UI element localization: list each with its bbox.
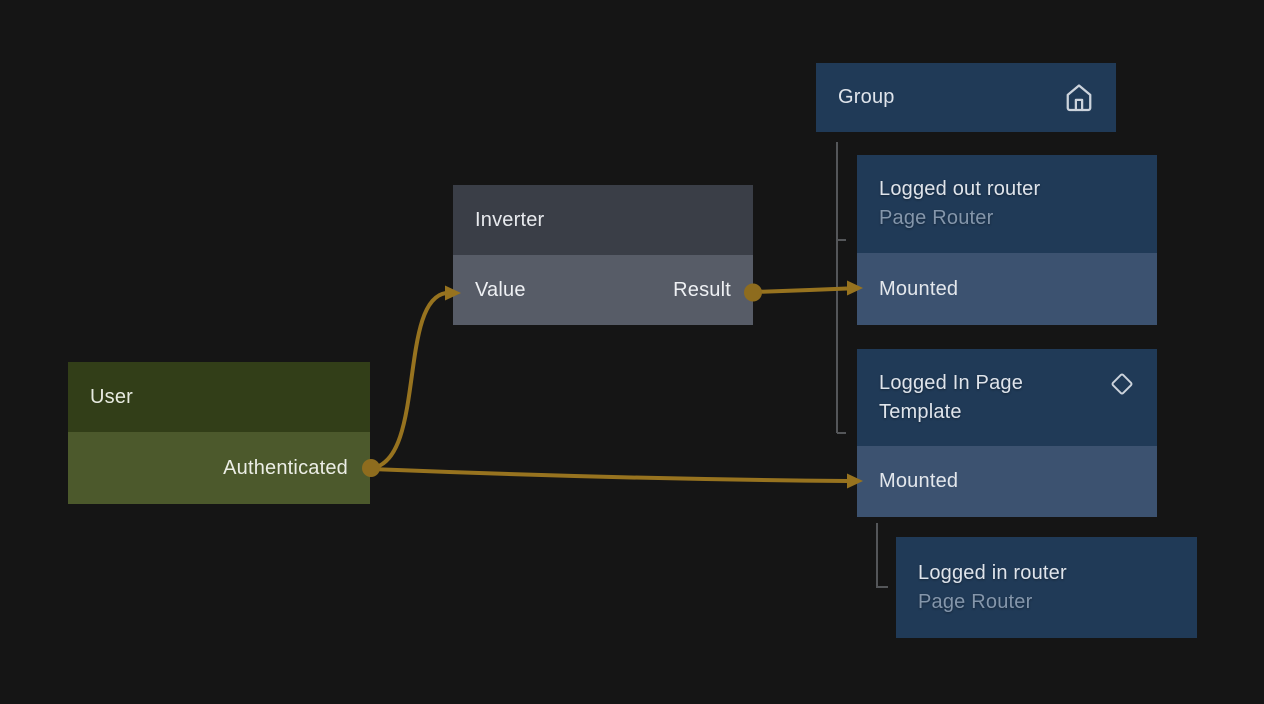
home-icon bbox=[1064, 83, 1094, 113]
port-user-authenticated[interactable]: Authenticated bbox=[68, 432, 370, 504]
diamond-icon bbox=[1107, 369, 1137, 399]
node-logged-out-router-header[interactable]: Logged out router Page Router bbox=[857, 155, 1157, 253]
node-group-title: Group bbox=[838, 86, 895, 108]
port-logged-out-router-mounted[interactable]: Mounted bbox=[857, 253, 1157, 325]
node-user[interactable]: User Authenticated bbox=[68, 362, 370, 504]
port-logged-out-router-mounted-label: Mounted bbox=[879, 277, 959, 300]
port-logged-in-page-template-mounted[interactable]: Mounted bbox=[857, 446, 1157, 517]
node-logged-in-page-template-title: Logged In Page Template bbox=[879, 372, 1024, 423]
node-group[interactable]: Group bbox=[816, 63, 1116, 132]
node-inverter-ports-row: Value Result bbox=[453, 255, 753, 325]
tree-line-mounted-logged-in-router bbox=[876, 523, 888, 588]
edge-result-to-mounted-router[interactable] bbox=[752, 286, 848, 294]
node-logged-out-router[interactable]: Logged out router Page Router Mounted bbox=[857, 155, 1157, 325]
node-logged-in-router[interactable]: Logged in router Page Router bbox=[896, 537, 1197, 638]
port-inverter-result[interactable]: Result bbox=[673, 278, 731, 301]
node-logged-in-router-subtitle: Page Router bbox=[918, 590, 1033, 613]
node-inverter-header[interactable]: Inverter bbox=[453, 185, 753, 255]
node-logged-in-page-template[interactable]: Logged In Page Template Mounted bbox=[857, 349, 1157, 517]
node-logged-in-router-header[interactable]: Logged in router Page Router bbox=[896, 537, 1197, 638]
edge-authenticated-to-value[interactable] bbox=[371, 291, 447, 470]
node-logged-out-router-subtitle: Page Router bbox=[879, 207, 994, 229]
node-user-header[interactable]: User bbox=[68, 362, 370, 432]
node-logged-out-router-title: Logged out router bbox=[879, 178, 1041, 200]
port-inverter-value[interactable]: Value bbox=[475, 278, 526, 301]
node-inverter[interactable]: Inverter Value Result bbox=[453, 185, 753, 325]
node-user-title: User bbox=[90, 385, 134, 408]
port-user-authenticated-label: Authenticated bbox=[223, 456, 348, 479]
port-logged-in-page-template-mounted-label: Mounted bbox=[879, 470, 959, 492]
node-logged-in-router-title: Logged in router bbox=[918, 561, 1067, 584]
node-inverter-title: Inverter bbox=[475, 208, 545, 231]
tree-line-group-children bbox=[836, 142, 846, 434]
node-logged-in-page-template-header[interactable]: Logged In Page Template bbox=[857, 349, 1157, 446]
edge-authenticated-to-mounted-template[interactable] bbox=[371, 467, 848, 483]
node-group-header[interactable]: Group bbox=[816, 63, 1116, 132]
